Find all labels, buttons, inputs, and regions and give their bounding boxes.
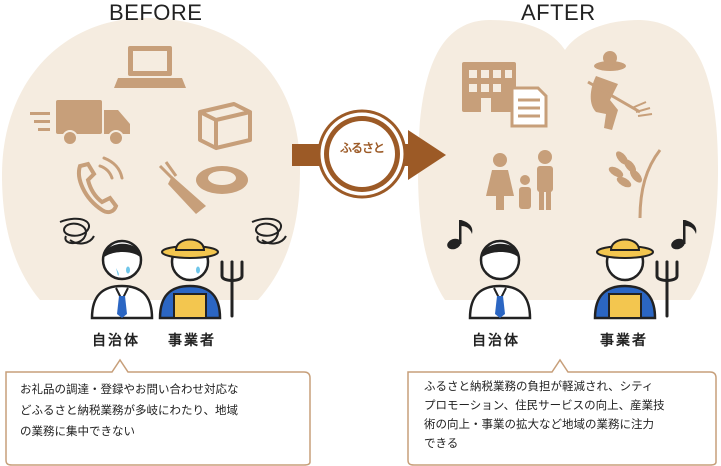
municipality-worker-before bbox=[90, 239, 154, 320]
farmer-icon bbox=[587, 51, 653, 130]
furusato-logo bbox=[317, 109, 407, 199]
business-operator-after bbox=[593, 238, 679, 320]
after-description-line: 術の向上・事業の拡大など地域の業務に注力 bbox=[424, 417, 654, 431]
worry-scribble-icon bbox=[59, 217, 95, 245]
logo-text: ふるさと bbox=[339, 141, 385, 155]
business-operator-before bbox=[158, 238, 244, 320]
after-role-business: 事業者 bbox=[600, 333, 648, 349]
document-icon bbox=[510, 86, 548, 128]
before-description-line: どふるさと納税業務が多岐にわたり、地域 bbox=[20, 403, 239, 417]
package-icon bbox=[198, 102, 252, 150]
before-role-business: 事業者 bbox=[168, 333, 216, 349]
before-heading: BEFORE bbox=[109, 0, 203, 25]
after-description-line: プロモーション、住民サービスの向上、産業技 bbox=[424, 398, 665, 412]
before-description-line: お礼品の調達・登録やお問い合わせ対応な bbox=[20, 382, 239, 396]
before-callout-box bbox=[5, 358, 311, 466]
after-description-line: できる bbox=[424, 436, 459, 450]
laptop-icon bbox=[114, 46, 186, 88]
phone-icon bbox=[77, 156, 124, 215]
after-heading: AFTER bbox=[521, 0, 596, 25]
after-background-blob bbox=[418, 20, 718, 300]
after-callout-box bbox=[407, 358, 717, 466]
before-description: お礼品の調達・登録やお問い合わせ対応な どふるさと納税業務が多岐にわたり、地域 … bbox=[20, 379, 304, 442]
municipality-worker-after bbox=[468, 239, 532, 320]
after-description: ふるさと納税業務の負担が軽減され、シティ プロモーション、住民サービスの向上、産… bbox=[424, 377, 712, 453]
office-building-icon bbox=[462, 62, 516, 112]
worry-scribble-icon bbox=[251, 217, 287, 245]
food-icon bbox=[158, 161, 248, 214]
before-role-municipality: 自治体 bbox=[92, 333, 140, 349]
truck-icon bbox=[30, 100, 130, 146]
before-description-line: の業務に集中できない bbox=[20, 424, 135, 438]
after-description-line: ふるさと納税業務の負担が軽減され、シティ bbox=[424, 379, 654, 393]
music-note-icon bbox=[447, 220, 473, 250]
after-role-municipality: 自治体 bbox=[472, 333, 520, 349]
family-icon bbox=[486, 150, 553, 210]
before-background-blob bbox=[2, 17, 300, 301]
music-note-icon bbox=[671, 220, 697, 250]
wheat-icon bbox=[608, 149, 662, 219]
